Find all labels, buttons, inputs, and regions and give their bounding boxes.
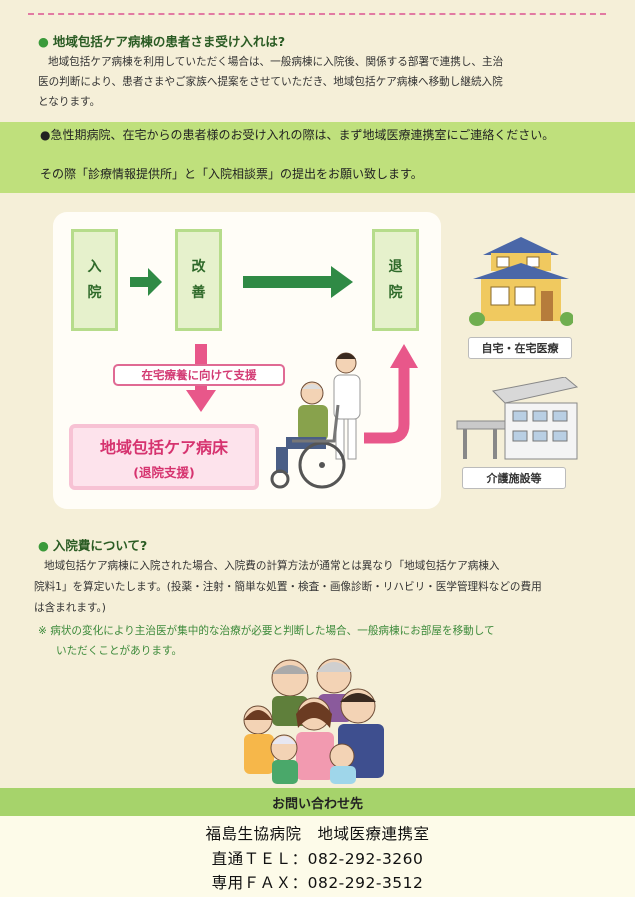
- step-char: 院: [87, 285, 102, 301]
- paragraph-line: 医の判断により、患者さまやご家族へ提案をさせていただき、地域包括ケア病棟へ移動し…: [38, 76, 503, 88]
- heading-text: 入院費について?: [52, 538, 148, 553]
- contact-organization: 福島生協病院 地域医療連携室: [205, 825, 430, 843]
- paragraph-line: は含まれます。): [34, 602, 106, 614]
- contact-tel: 直通ＴＥＬ：082-292-3260: [211, 850, 424, 868]
- family-illustration: [243, 658, 384, 784]
- top-dashed-divider: [28, 13, 606, 15]
- place-label-home: 自宅・在宅医療: [468, 337, 572, 359]
- note-line: いただくことがあります。: [56, 645, 183, 657]
- care-facility-icon: [456, 377, 579, 460]
- fees-paragraph: 地域包括ケア病棟に入院された場合、入院費の計算方法が通常とは異なり「地域包括ケア…: [34, 556, 594, 619]
- wheelchair-patient-illustration: [270, 352, 361, 489]
- notice-band: ●急性期病院、在宅からの患者様のお受け入れの際は、まず地域医療連携室にご連絡くだ…: [0, 122, 635, 193]
- notice-line-1: ●急性期病院、在宅からの患者様のお受け入れの際は、まず地域医療連携室にご連絡くだ…: [40, 128, 555, 142]
- contact-title: お問い合わせ先: [0, 788, 635, 816]
- bullet-dot-icon: ●: [38, 538, 49, 553]
- step-char: 退: [388, 259, 403, 275]
- arrow-right-long-icon: [243, 266, 353, 298]
- arrow-up-return-icon: [364, 344, 418, 444]
- section-heading-fees: ●入院費について?: [38, 535, 147, 554]
- care-ward-title: 地域包括ケア病床: [99, 437, 228, 457]
- care-ward-box: 地域包括ケア病床 (退院支援): [69, 424, 259, 490]
- paragraph-line: 院料1」を算定いたします。(投薬・注射・簡単な処置・検査・画像診断・リハビリ・医…: [34, 581, 542, 593]
- note-line: ※ 病状の変化により主治医が集中的な治療が必要と判断した場合、一般病棟にお部屋を…: [38, 625, 495, 637]
- care-ward-subtitle: (退院支援): [133, 464, 195, 480]
- step-admission: 入 院: [71, 229, 118, 331]
- support-label: 在宅療養に向けて支援: [113, 364, 285, 386]
- notice-line-2: その際「診療情報提供所」と「入院相談票」の提出をお願い致します。: [40, 167, 423, 181]
- acceptance-paragraph: 地域包括ケア病棟を利用していただく場合は、一般病棟に入院後、関係する部署で連携し…: [38, 52, 598, 112]
- step-char: 院: [388, 285, 403, 301]
- step-improvement: 改 善: [175, 229, 222, 331]
- bullet-dot-icon: ●: [38, 34, 49, 49]
- step-char: 改: [191, 259, 206, 275]
- place-label-facility: 介護施設等: [462, 467, 566, 489]
- step-discharge: 退 院: [372, 229, 419, 331]
- house-icon: [469, 237, 573, 326]
- arrow-right-icon: [130, 268, 162, 296]
- contact-fax: 専用ＦＡＸ：082-292-3512: [211, 874, 424, 892]
- paragraph-line: となります。: [38, 96, 101, 108]
- fees-note: ※ 病状の変化により主治医が集中的な治療が必要と判断した場合、一般病棟にお部屋を…: [38, 621, 598, 661]
- heading-text: 地域包括ケア病棟の患者さま受け入れは?: [52, 34, 286, 49]
- step-char: 善: [191, 285, 206, 301]
- paragraph-line: 地域包括ケア病棟を利用していただく場合は、一般病棟に入院後、関係する部署で連携し…: [48, 56, 504, 68]
- section-heading-acceptance: ●地域包括ケア病棟の患者さま受け入れは?: [38, 31, 285, 50]
- step-char: 入: [87, 259, 102, 275]
- contact-block: 福島生協病院 地域医療連携室 直通ＴＥＬ：082-292-3260 専用ＦＡＸ：…: [0, 816, 635, 897]
- paragraph-line: 地域包括ケア病棟に入院された場合、入院費の計算方法が通常とは異なり「地域包括ケア…: [44, 560, 500, 572]
